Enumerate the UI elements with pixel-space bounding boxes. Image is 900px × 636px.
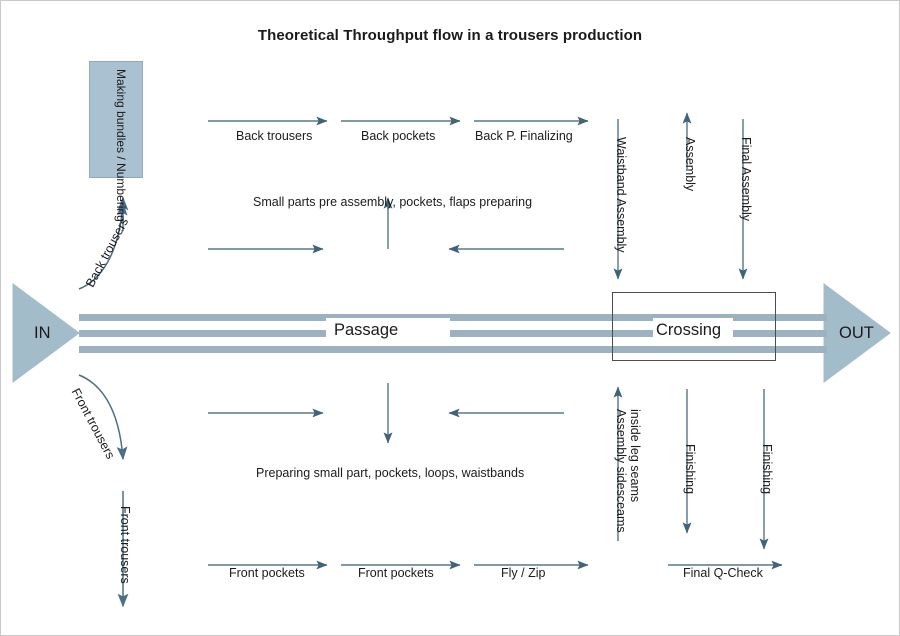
top-arrow-label-2: Back pockets bbox=[361, 129, 436, 143]
conveyor-band-1 bbox=[79, 314, 827, 321]
lower-mid-text: Preparing small part, pockets, loops, wa… bbox=[256, 466, 525, 480]
curved-arrow-label-front-trousers: Front trousers bbox=[68, 386, 118, 462]
making-bundles-box[interactable] bbox=[89, 61, 143, 178]
right-arrow-label-assembly-sideseams-line1: Assembly sidesceams bbox=[614, 409, 628, 533]
right-arrow-label-assembly: Assembly bbox=[683, 137, 697, 192]
conveyor-band-2 bbox=[79, 330, 827, 337]
curved-arrow-label-back-trousers: Back trousers bbox=[83, 215, 132, 290]
top-arrow-label-1: Back trousers bbox=[236, 129, 313, 143]
page-title: Theoretical Throughput flow in a trouser… bbox=[257, 27, 643, 44]
crossing-box[interactable] bbox=[612, 292, 776, 361]
upper-mid-text: Small parts pre assembly, pockets, flaps… bbox=[253, 195, 533, 209]
passage-label-wrap bbox=[326, 318, 450, 344]
right-arrow-label-waistband-assembly: Waistband Assembly bbox=[614, 137, 628, 253]
crossing-label-wrap bbox=[653, 318, 733, 344]
making-bundles-label: Making bundles / Numbering bbox=[114, 69, 128, 222]
bottom-arrow-label-2: Front pockets bbox=[358, 566, 434, 580]
exit-label: OUT bbox=[839, 324, 874, 342]
bottom-arrow-label-1: Front pockets bbox=[229, 566, 305, 580]
conveyor-band-3 bbox=[79, 346, 827, 353]
vertical-arrow-label-front-trousers: Front trousers bbox=[118, 506, 132, 584]
bottom-arrow-label-3: Fly / Zip bbox=[501, 566, 546, 580]
right-arrow-label-finishing-2: Finishing bbox=[760, 444, 774, 495]
passage-label: Passage bbox=[334, 321, 399, 339]
crossing-label: Crossing bbox=[656, 321, 722, 339]
top-arrow-label-3: Back P. Finalizing bbox=[475, 129, 573, 143]
bottom-arrow-label-4: Final Q-Check bbox=[683, 566, 763, 580]
right-arrow-label-final-assembly: Final Assembly bbox=[739, 137, 753, 222]
right-arrow-label-assembly-sideseams-line2: inside leg seams bbox=[628, 409, 642, 503]
entry-label: IN bbox=[34, 324, 51, 342]
right-arrow-label-finishing-1: Finishing bbox=[683, 444, 697, 495]
